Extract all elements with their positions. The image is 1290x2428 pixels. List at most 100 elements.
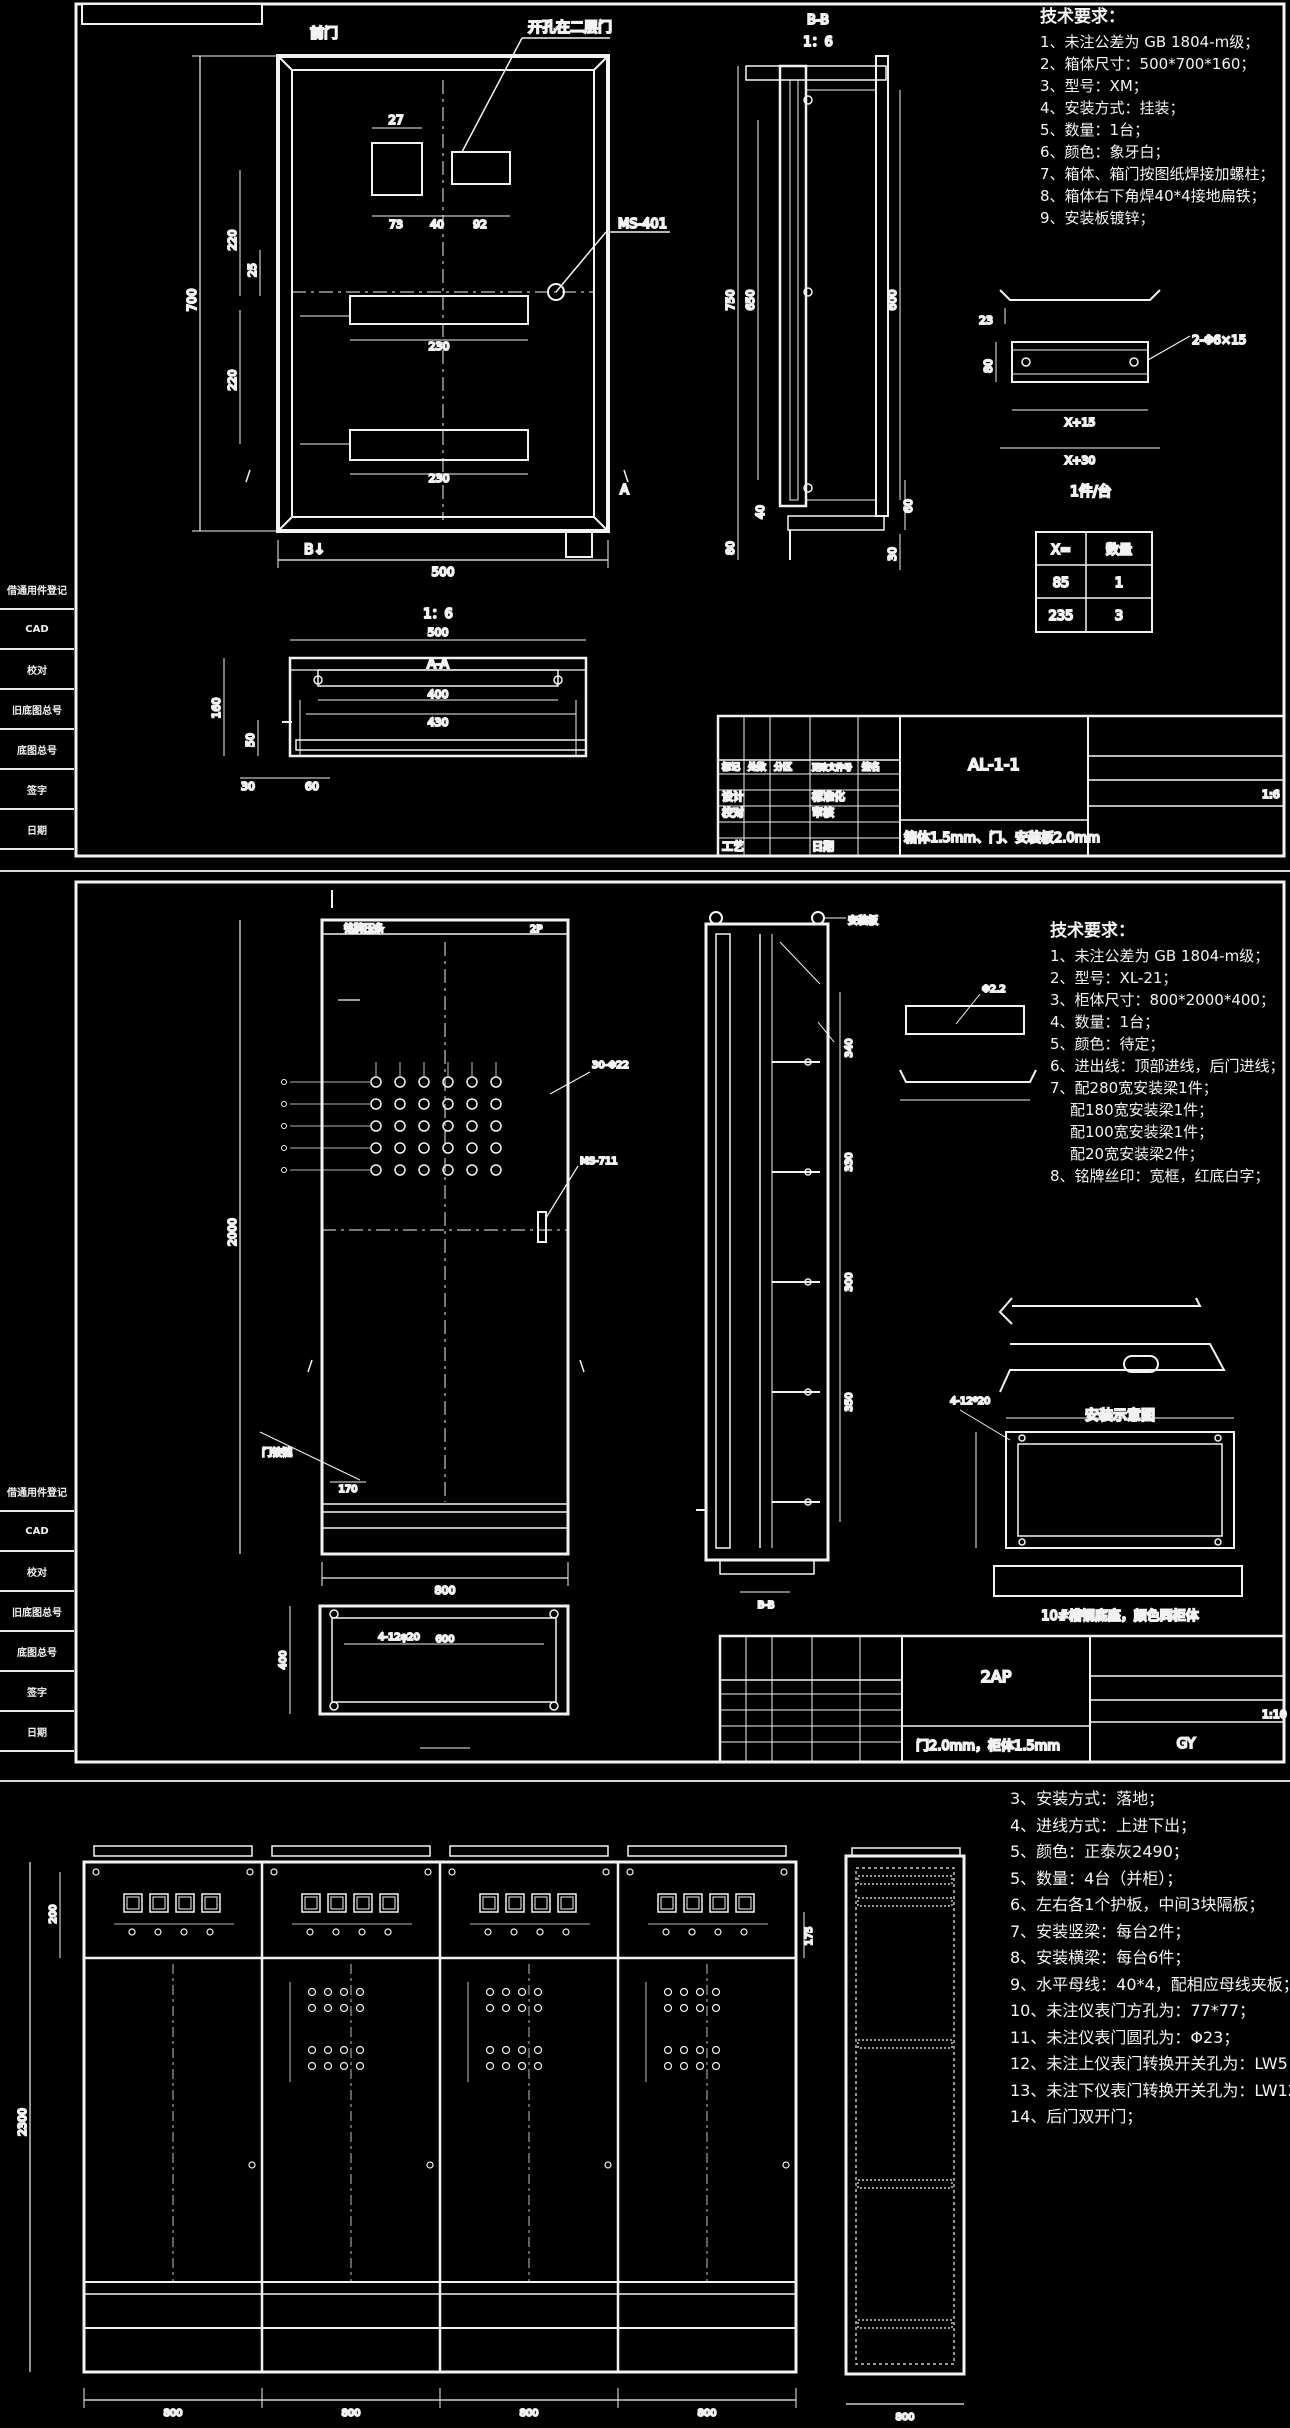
door-lock [782, 2161, 790, 2169]
meter-hole [394, 1120, 406, 1132]
dim-rail-4: 350 [844, 1392, 855, 1411]
sheet1-drawing: 前门 开孔在二层门 B-B 1：6 A-A 1：6 MS-401 B↓ A 2-… [74, 2, 1286, 858]
dim-small-1: 200 [48, 1904, 59, 1923]
corner-bolt [246, 1868, 254, 1876]
side-tab-cell: 借通用件登记 [0, 1472, 74, 1512]
switch-hole [355, 2003, 365, 2013]
switch-hole [307, 1987, 317, 1997]
section-bb-scale: 1：6 [803, 35, 833, 50]
switch-hole [485, 2061, 495, 2071]
meter-window-inner [686, 1896, 700, 1910]
meter-cutout [371, 142, 423, 196]
switch-hole [679, 2061, 689, 2071]
tech-note: 6、颜色：象牙白； [1040, 143, 1170, 161]
pilot-lamp [510, 1928, 518, 1936]
door-lock [248, 2161, 256, 2169]
meter-hole [490, 1076, 502, 1088]
meter-hole [370, 1076, 382, 1088]
meter-window [379, 1893, 399, 1913]
bracket-plan [1011, 341, 1149, 383]
material-note-2: 门2.0mm，柜体1.5mm [916, 1739, 1060, 1754]
dim-rail-1: 340 [844, 1038, 855, 1057]
tech-note: 2、箱体尺寸：500*700*160； [1040, 55, 1256, 73]
dim-rail-2: 330 [844, 1152, 855, 1171]
cabinet-row-details [92, 1845, 790, 2282]
rail-hole [804, 1058, 812, 1066]
lock-ref-2: MS-711 [580, 1156, 618, 1167]
switch-hole [339, 2045, 349, 2055]
tech-note: 3、柜体尺寸：800*2000*400； [1050, 991, 1275, 1009]
meter-hole [490, 1164, 502, 1176]
tech-note: 11、未注仪表门圆孔为：Φ23； [1010, 2027, 1240, 2047]
top-nameplate: 铭牌压条 [344, 922, 384, 935]
meter-hole [394, 1098, 406, 1110]
dim-w1: 800 [163, 2408, 182, 2419]
meter-window [149, 1893, 169, 1913]
shelf [857, 1875, 953, 1885]
tech-note: 3、型号：XM； [1040, 77, 1148, 95]
meter-hole [442, 1164, 454, 1176]
dim-br-x15: X+15 [1065, 416, 1096, 429]
dim-500: 500 [432, 565, 455, 579]
dim-800: 800 [435, 1584, 456, 1597]
tech-notes-2: 技术要求： 1、未注公差为 GB 1804-m级； 2、型号：XL-21； 3、… [1050, 916, 1285, 1187]
dim-aa-160: 160 [210, 698, 223, 719]
meter-hole [466, 1142, 478, 1154]
tech-note: 7、箱体、箱门按图纸焊接加螺柱； [1040, 165, 1275, 183]
switch-hole [501, 2045, 511, 2055]
dim-27: 27 [388, 113, 403, 127]
dim-25: 25 [246, 263, 259, 277]
tb-label: 日期 [812, 840, 834, 853]
switch-hole [533, 2061, 543, 2071]
nameplate-2p: 2P [530, 924, 542, 935]
meter-window-inner [534, 1896, 548, 1910]
switch-hole [663, 2061, 673, 2071]
dim-400: 400 [278, 1650, 289, 1669]
qty-cell: 3 [1115, 609, 1123, 624]
switch-hole [501, 2003, 511, 2013]
corner-bolt [424, 1868, 432, 1876]
dim-rail-3: 300 [844, 1272, 855, 1291]
title-block-2 [718, 1634, 1286, 1764]
tech-note: 4、数量：1台； [1050, 1013, 1160, 1031]
meter-hole [370, 1164, 382, 1176]
meter-hole [490, 1142, 502, 1154]
dim-small-2: 175 [804, 1926, 815, 1945]
pilot-lamp [128, 1928, 136, 1936]
per-unit: 1件/台 [1070, 484, 1112, 500]
drawing-sheet-cabinet-xl21: 铭牌压条 2P 30-Φ22 MS-711 门铰链 安装示意图 4-12*20 … [0, 872, 1290, 1782]
dim-600: 600 [435, 1634, 454, 1645]
side-tab-cell: 日期 [0, 1712, 74, 1752]
meter-window-inner [304, 1896, 318, 1910]
tech-note: 5、颜色：待定； [1050, 1035, 1165, 1053]
section-aa-scale: 1：6 [423, 607, 453, 622]
tech-note: 8、箱体右下角焊40*4接地扁铁； [1040, 187, 1266, 205]
meter-hole [418, 1142, 430, 1154]
dim-aa-30: 30 [241, 780, 255, 793]
meter-hole [442, 1120, 454, 1132]
tech-note: 10、未注仪表门方孔为：77*77； [1010, 2001, 1256, 2020]
tech-note: 2、型号：XL-21； [1050, 969, 1178, 987]
meter-window [709, 1893, 729, 1913]
tb-label: 工艺 [722, 840, 744, 853]
tb-label: 处数 [748, 761, 766, 773]
switch-hole [501, 1987, 511, 1997]
channel-base [993, 1565, 1243, 1597]
dim-side-w: 800 [895, 2412, 914, 2423]
switch-hole [485, 2045, 495, 2055]
a-mark: A [620, 483, 629, 498]
switch-hole [517, 2061, 527, 2071]
switch-hole [679, 2045, 689, 2055]
tb-label: 更改文件号 [812, 762, 852, 772]
corner-bolt [602, 1868, 610, 1876]
meter-hole [418, 1120, 430, 1132]
lock-ref: MS-401 [618, 217, 667, 232]
meter-window [327, 1893, 347, 1913]
switch-hole [307, 2061, 317, 2071]
meter-window-inner [330, 1896, 344, 1910]
side-section-view [704, 922, 830, 1562]
dim-73: 73 [389, 218, 403, 231]
corner-box [81, 3, 263, 25]
rail-hole [804, 1388, 812, 1396]
pilot-lamp [306, 1928, 314, 1936]
